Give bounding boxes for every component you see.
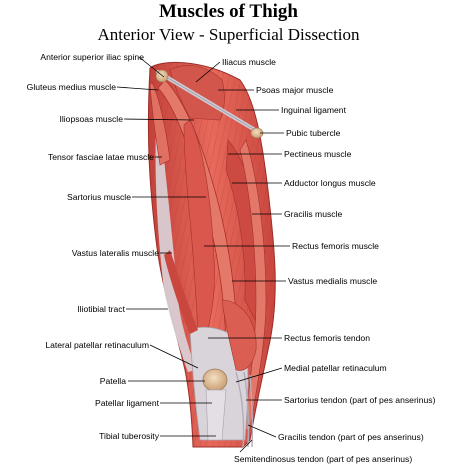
label-tensor-fasciae-latae: Tensor fasciae latae muscle <box>47 152 154 162</box>
label-gluteus-medius: Gluteus medius muscle <box>26 82 116 92</box>
label-rectus-femoris: Rectus femoris muscle <box>292 241 379 251</box>
label-sartorius: Sartorius muscle <box>67 192 131 202</box>
iliotibial-tract <box>155 120 196 372</box>
label-semitendinosus-tendon: Semitendinosus tendon (part of pes anser… <box>234 454 413 464</box>
label-rectus-femoris-tendon: Rectus femoris tendon <box>284 333 370 343</box>
leader-lateral-retinaculum <box>149 344 199 369</box>
label-patella: Patella <box>99 376 126 386</box>
label-vastus-medialis: Vastus medialis muscle <box>288 276 378 286</box>
label-lateral-patellar-retinaculum: Lateral patellar retinaculum <box>45 340 149 350</box>
leader-gracilis-tendon <box>247 424 277 438</box>
tensor-fasciae-latae <box>149 81 171 166</box>
label-inguinal-ligament: Inguinal ligament <box>281 105 346 115</box>
leader-semitendinosus <box>239 439 253 453</box>
label-pectineus: Pectineus muscle <box>284 149 352 159</box>
label-adductor-longus: Adductor longus muscle <box>284 178 376 188</box>
label-sartorius-tendon: Sartorius tendon (part of pes anserinus) <box>284 395 436 405</box>
label-iliopsoas: Iliopsoas muscle <box>59 114 123 124</box>
diagram-subtitle: Anterior View - Superficial Dissection <box>97 25 360 44</box>
label-vastus-lateralis: Vastus lateralis muscle <box>71 248 159 258</box>
label-tibial-tuberosity: Tibial tuberosity <box>99 431 159 441</box>
label-gracilis-tendon: Gracilis tendon (part of pes anserinus) <box>278 432 424 442</box>
label-iliacus: Iliacus muscle <box>222 57 276 67</box>
leader-gluteus-medius <box>116 86 159 91</box>
label-gracilis: Gracilis muscle <box>284 209 343 219</box>
leader-iliopsoas <box>123 118 195 121</box>
leader-iliacus <box>195 61 221 83</box>
leader-asis <box>138 56 165 78</box>
label-patellar-ligament: Patellar ligament <box>94 398 159 408</box>
patella <box>202 368 228 392</box>
leader-lines <box>116 56 290 453</box>
vastus-lateralis <box>164 250 198 334</box>
label-anterior-superior-iliac-spine: Anterior superior iliac spine <box>40 52 144 62</box>
vastus-medialis <box>221 299 257 371</box>
label-medial-patellar-retinaculum: Medial patellar retinaculum <box>284 363 387 373</box>
patellar-ligament <box>205 389 227 441</box>
leader-medial-retinaculum <box>235 367 283 383</box>
label-iliotibial-tract: Iliotibial tract <box>77 304 125 314</box>
iliopsoas <box>169 65 225 121</box>
label-psoas-major: Psoas major muscle <box>256 85 334 95</box>
label-pubic-tubercle: Pubic tubercle <box>286 128 341 138</box>
pes-anserinus <box>235 371 254 448</box>
diagram-title: Muscles of Thigh <box>158 1 298 22</box>
